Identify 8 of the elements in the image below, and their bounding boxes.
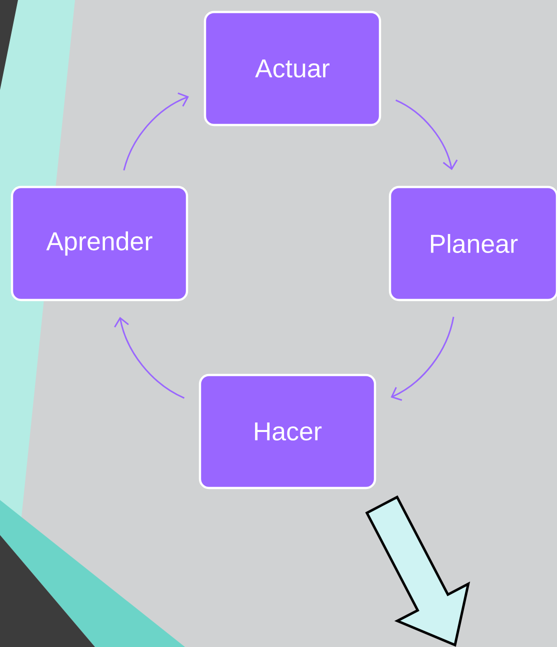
process-box: Actuar [204, 10, 382, 126]
arrow [395, 100, 458, 170]
process-box: Aprender [10, 186, 188, 302]
process-box: Planear [388, 186, 557, 302]
arrow [123, 92, 189, 171]
arrow [390, 316, 454, 401]
arrow [114, 316, 185, 399]
process-box: Hacer [198, 374, 376, 490]
